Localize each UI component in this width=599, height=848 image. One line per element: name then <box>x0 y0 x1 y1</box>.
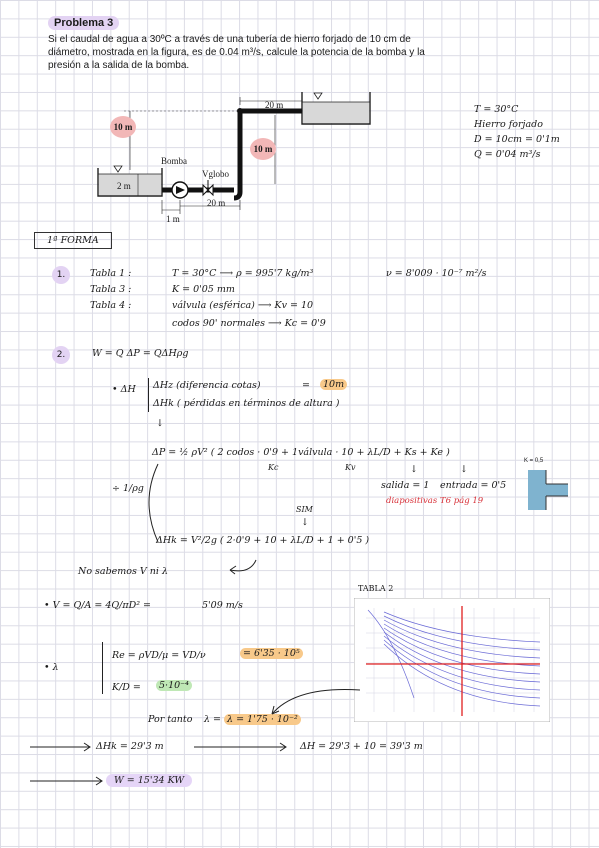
pump-label: Bomba <box>161 156 187 166</box>
bottom-length-label: 20 m <box>207 198 226 208</box>
sim-label: SIM <box>296 505 313 514</box>
entrance-coefficient: entrada = 0'5 <box>440 480 507 491</box>
divide-label: ÷ 1/ρg <box>112 483 144 494</box>
given-diameter: D = 10cm = 0'1m <box>474 134 560 145</box>
delta-hz-value: 10m <box>320 379 348 390</box>
tabla-3-label: Tabla 3 : <box>90 284 132 295</box>
moody-chart-thumbnail <box>354 598 550 722</box>
delta-hk: ΔHk ( pérdidas en términos de altura ) <box>153 398 340 409</box>
arrow-right-icon <box>194 742 287 752</box>
tabla-1-viscosity: ν = 8'009 · 10⁻⁷ m²/s <box>386 268 487 279</box>
total-head-result: ΔH = 29'3 + 10 = 39'3 m <box>300 741 423 752</box>
exit-coefficient: salida = 1 <box>381 480 430 491</box>
bracket-line <box>148 378 149 412</box>
velocity-equation: • V = Q/A = 4Q/πD² = <box>44 600 152 611</box>
tabla-4-label: Tabla 4 : <box>90 300 132 311</box>
power-equation: W = Q ΔP = QΔHρg <box>92 348 189 359</box>
tabla-1-value: T = 30°C ⟶ ρ = 995'7 kg/m³ <box>172 268 314 279</box>
arrow-right-icon <box>30 742 91 752</box>
kc-label: Kc <box>268 463 279 472</box>
bracket-line <box>102 642 103 694</box>
head-loss-result: ΔHk = 29'3 m <box>96 741 164 752</box>
divide-bracket <box>148 463 159 543</box>
delta-hz: ΔHz (diferencia cotas) <box>153 380 261 391</box>
riser-height-label: 10 m <box>250 138 276 160</box>
result-prefix: Por tanto <box>148 714 193 725</box>
tank-depth-label: 2 m <box>117 181 131 191</box>
tabla-4-elbows: codos 90' normales ⟶ Kc = 0'9 <box>172 318 326 329</box>
given-flow: Q = 0'04 m³/s <box>474 149 541 160</box>
pipe-system-figure <box>97 92 371 214</box>
lambda-bullet: • λ <box>44 662 59 673</box>
slides-reference: diapositivas T6 pág 19 <box>386 496 484 506</box>
curved-arrow-icon <box>229 559 257 575</box>
chart-table-label: TABLA 2 <box>358 584 394 593</box>
tabla-4-valve: válvula (esférica) ⟶ Kv = 10 <box>172 300 314 311</box>
velocity-value: 5'09 m/s <box>202 600 243 611</box>
step-2-bubble: 2. <box>52 346 70 364</box>
down-arrow-icon: ↓ <box>301 517 309 528</box>
method-label: 1ª FORMA <box>34 232 112 249</box>
pressure-loss-equation: ΔP = ½ ρV² ( 2 codos · 0'9 + 1válvula · … <box>152 447 450 458</box>
unknowns-note: No sabemos V ni λ <box>78 566 168 577</box>
roughness-ratio-value: 5·10⁻⁴ <box>156 680 192 691</box>
down-arrow-icon: ↓ <box>410 464 418 475</box>
statement-line-1: Si el caudal de agua a 30ºC a través de … <box>48 34 411 45</box>
step-1-bubble: 1. <box>52 266 70 284</box>
problem-title: Problema 3 <box>48 16 120 30</box>
friction-factor: λ = λ = 1'75 · 10⁻² <box>204 714 301 725</box>
water-level-icon <box>313 92 323 100</box>
delta-h-head: • ΔH <box>112 384 136 395</box>
friction-factor-value: λ = 1'75 · 10⁻² <box>224 714 301 725</box>
roughness-ratio: K/D = <box>112 682 141 693</box>
down-arrow-icon: ↓ <box>460 464 468 475</box>
given-temperature: T = 30°C <box>474 104 519 115</box>
top-length-label: 20 m <box>265 100 284 110</box>
inlet-length-label: 1 m <box>166 214 180 224</box>
tabla-3-value: K = 0'05 mm <box>172 284 235 295</box>
entrance-k-label: K = 0,5 <box>524 458 544 464</box>
statement-line-2: diámetro, mostrada en la figura, es de 0… <box>48 47 425 58</box>
reynolds-value: = 6'35 · 10⁵ <box>240 648 303 659</box>
reynolds-equation: Re = ρVD/μ = VD/ν <box>112 650 206 661</box>
statement-line-3: presión a la salida de la bomba. <box>48 60 190 71</box>
given-material: Hierro forjado <box>474 119 543 130</box>
kv-label: Kv <box>345 463 356 472</box>
tabla-1-label: Tabla 1 : <box>90 268 132 279</box>
delta-hz-equals: = <box>302 380 310 391</box>
curved-arrow-icon <box>271 689 361 715</box>
arrow-right-icon <box>30 776 103 786</box>
head-loss-equation: ΔHk = V²/2g ( 2·0'9 + 10 + λL/D + 1 + 0'… <box>156 535 370 546</box>
down-arrow-icon: ↓ <box>156 418 164 429</box>
pipe-entrance-thumbnail <box>528 470 568 510</box>
power-result: W = 15'34 KW <box>106 774 193 787</box>
water-level-icon <box>113 165 123 173</box>
left-height-label: 10 m <box>110 116 136 138</box>
valve-label: Vglobo <box>202 169 229 179</box>
